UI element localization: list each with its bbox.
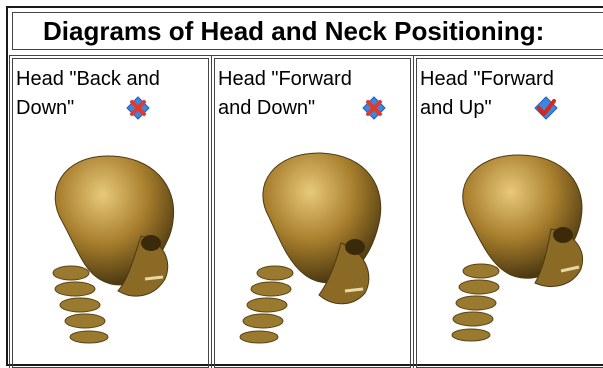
- position-cell-forward-and-up: Head "Forward and Up": [416, 58, 603, 368]
- page-title: Diagrams of Head and Neck Positioning:: [12, 12, 603, 50]
- x-mark-icon: [125, 95, 151, 121]
- label-line-2: Down": [16, 97, 74, 119]
- position-cell-back-and-down: Head "Back and Down": [12, 58, 209, 368]
- position-cell-forward-and-down: Head "Forward and Down": [214, 58, 411, 368]
- position-label: Head "Forward and Up": [420, 65, 603, 123]
- skull-side-view-icon: [23, 151, 193, 351]
- x-mark-icon: [361, 95, 387, 121]
- skull-side-view-icon: [229, 147, 399, 357]
- label-line-2: and Up": [420, 97, 492, 119]
- label-line-1: Head "Forward: [218, 68, 352, 90]
- label-line-1: Head "Forward: [420, 68, 554, 90]
- skull-side-view-icon: [431, 151, 601, 351]
- label-line-2: and Down": [218, 97, 315, 119]
- check-mark-icon: [533, 95, 559, 121]
- position-label: Head "Back and Down": [16, 65, 206, 123]
- label-line-1: Head "Back and: [16, 68, 160, 90]
